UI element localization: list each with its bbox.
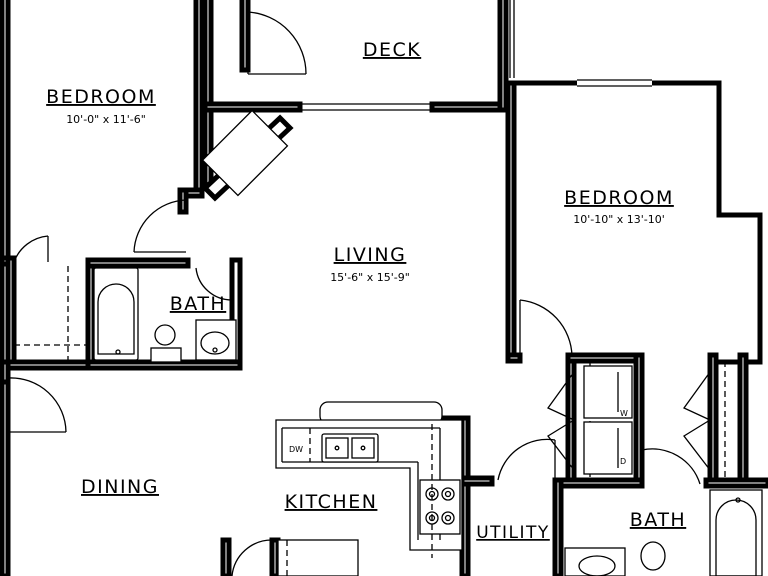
bedroom-right-label: BEDROOM xyxy=(564,187,674,209)
dishwasher-label: DW xyxy=(289,445,303,454)
bedroom-left-dimensions: 10'-0" x 11'-6" xyxy=(66,113,146,126)
bath-right-label: BATH xyxy=(630,509,686,531)
dining-label: DINING xyxy=(81,476,159,498)
dryer-label: D xyxy=(620,457,626,466)
kitchen-label: KITCHEN xyxy=(285,491,378,513)
washer-label: W xyxy=(620,409,628,418)
deck-label: DECK xyxy=(363,39,421,61)
utility-fixtures xyxy=(583,365,633,475)
windows xyxy=(300,0,652,111)
bath-left-label: BATH xyxy=(170,293,226,315)
doors xyxy=(7,11,711,576)
utility-label: UTILITY xyxy=(476,523,550,543)
living-label: LIVING xyxy=(334,244,407,266)
living-dimensions: 15'-6" x 15'-9" xyxy=(330,271,410,284)
labels: DECK BEDROOM 10'-0" x 11'-6" LIVING 15'-… xyxy=(46,39,686,543)
closets xyxy=(14,109,726,480)
kitchen-counters xyxy=(275,401,463,576)
bedroom-left-label: BEDROOM xyxy=(46,86,156,108)
bedroom-right-dimensions: 10'-10" x 13'-10' xyxy=(573,213,665,226)
bath-fixtures xyxy=(93,267,763,576)
